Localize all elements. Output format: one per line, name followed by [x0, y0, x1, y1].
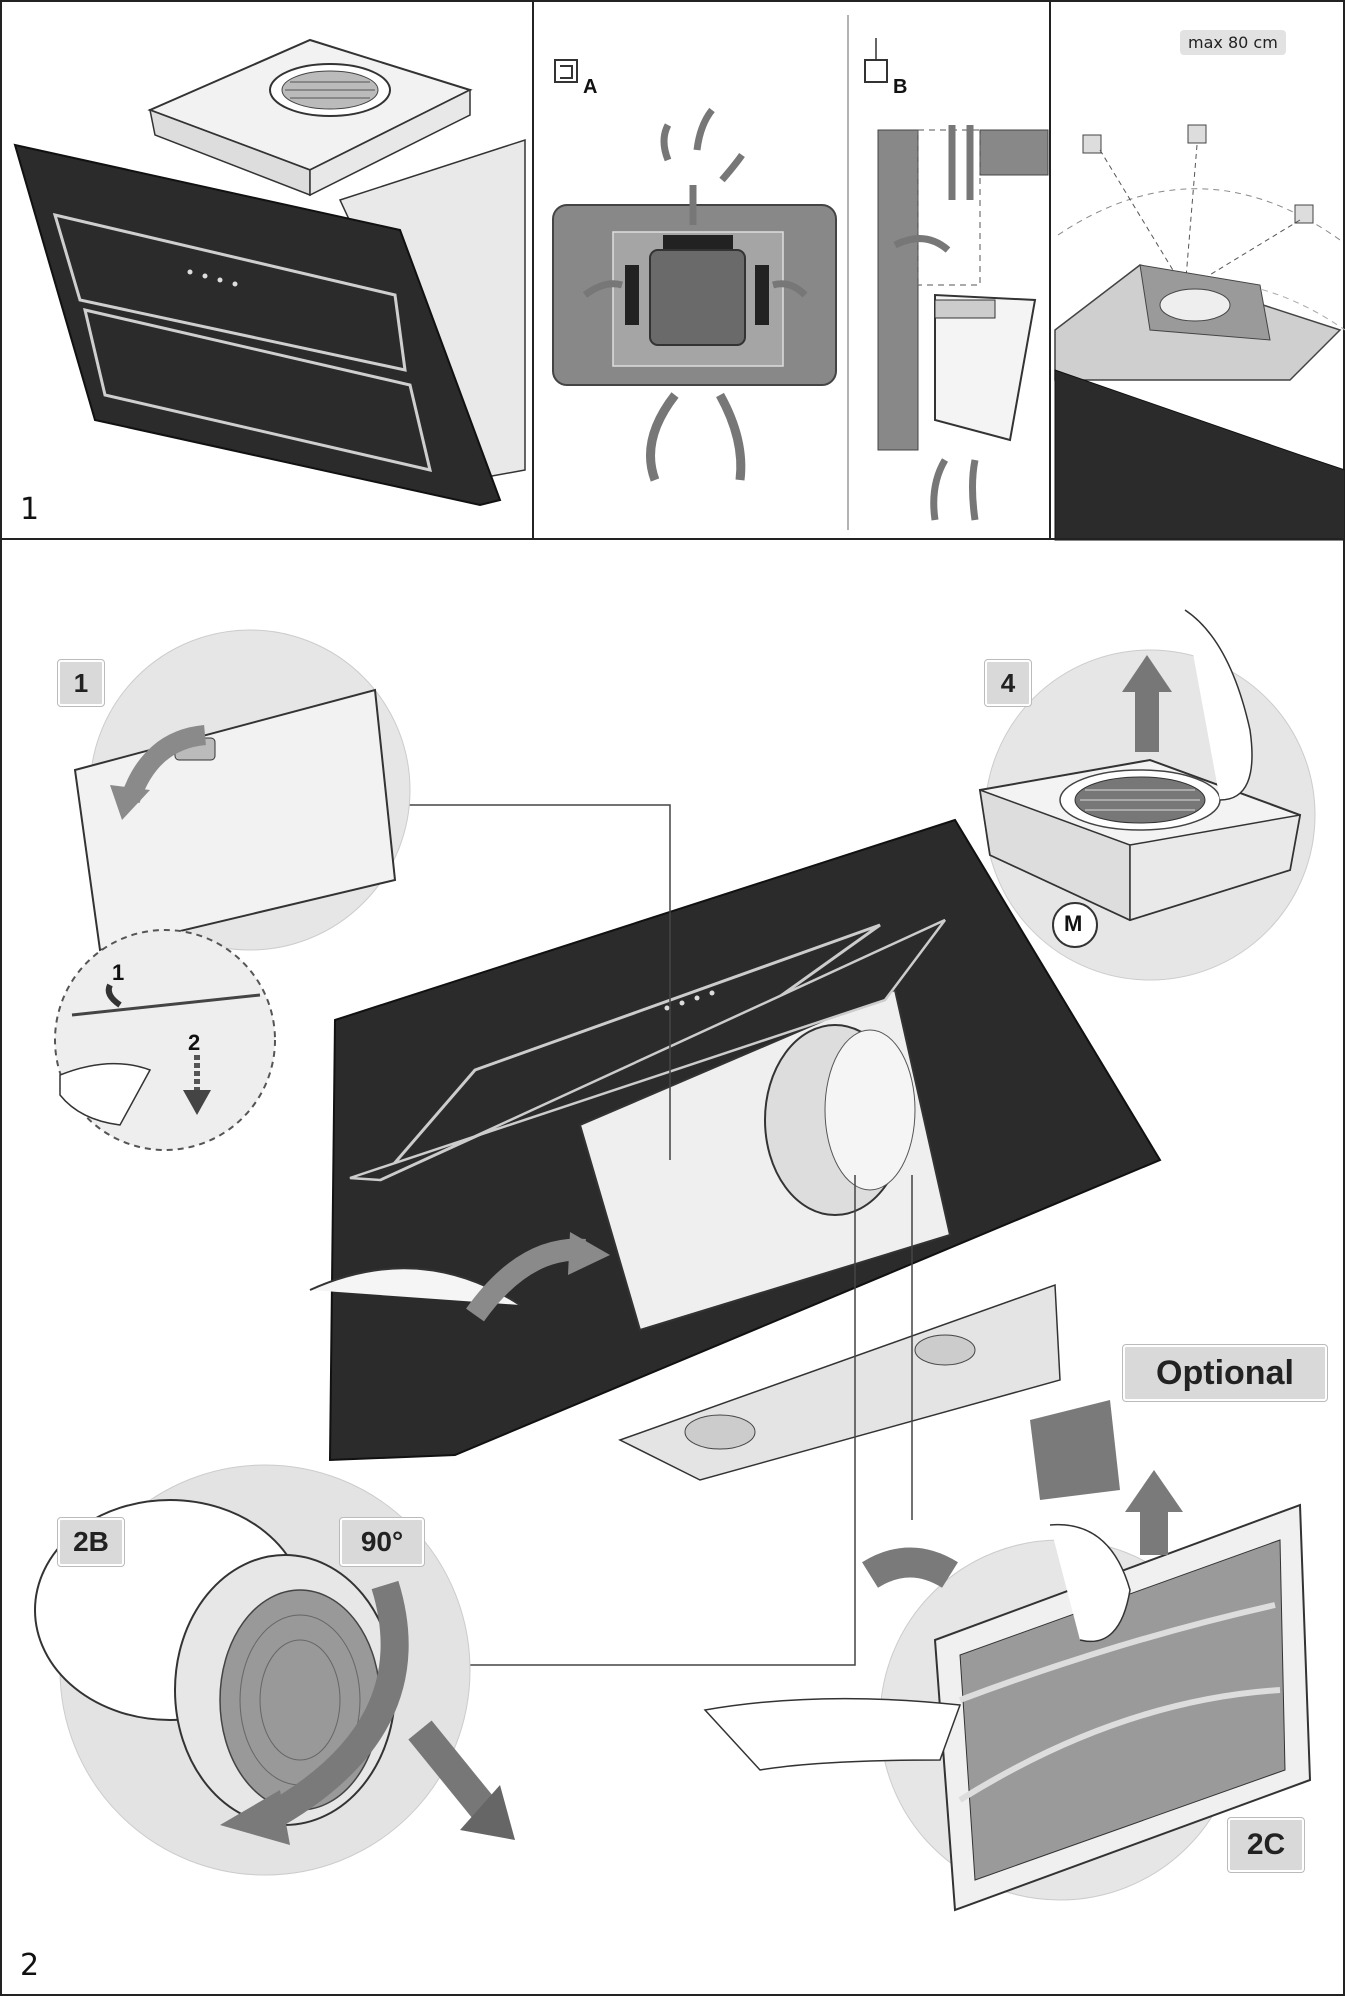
recirculation-diagram [552, 59, 837, 482]
sub-step-1-label: 1 [112, 960, 125, 985]
step-2c-tag: 2C [1227, 1817, 1305, 1873]
figure-2-frame [0, 538, 1345, 1996]
detail-step1-circle [54, 629, 411, 1151]
figure-2-number: 2 [20, 1948, 40, 1983]
step-4-tag: 4 [984, 659, 1032, 707]
angle-tag: 90° [339, 1517, 425, 1567]
detail-step2b-circle [34, 1464, 515, 1876]
extraction-diagram [864, 38, 1049, 521]
extraction-icon [864, 59, 888, 83]
chain-mount-illustration [1054, 124, 1345, 541]
optional-tag: Optional [1122, 1344, 1328, 1402]
figure-1-number: 1 [20, 492, 40, 527]
detail-step2c-circle [703, 1400, 1312, 1912]
detail-step4-circle [978, 609, 1316, 981]
panel-b-label: B [893, 76, 908, 98]
hood-perspective-illustration [13, 38, 526, 507]
step-2b-tag: 2B [57, 1517, 125, 1567]
step-1-tag: 1 [57, 659, 105, 707]
hood-front-illustration [309, 818, 1162, 1481]
callout-lines [405, 804, 913, 1666]
sub-step-2-label: 2 [188, 1030, 201, 1055]
max-length-label: max 80 cm [1180, 30, 1286, 55]
panel-a-label: A [583, 76, 598, 98]
motor-label: M [1064, 911, 1083, 936]
